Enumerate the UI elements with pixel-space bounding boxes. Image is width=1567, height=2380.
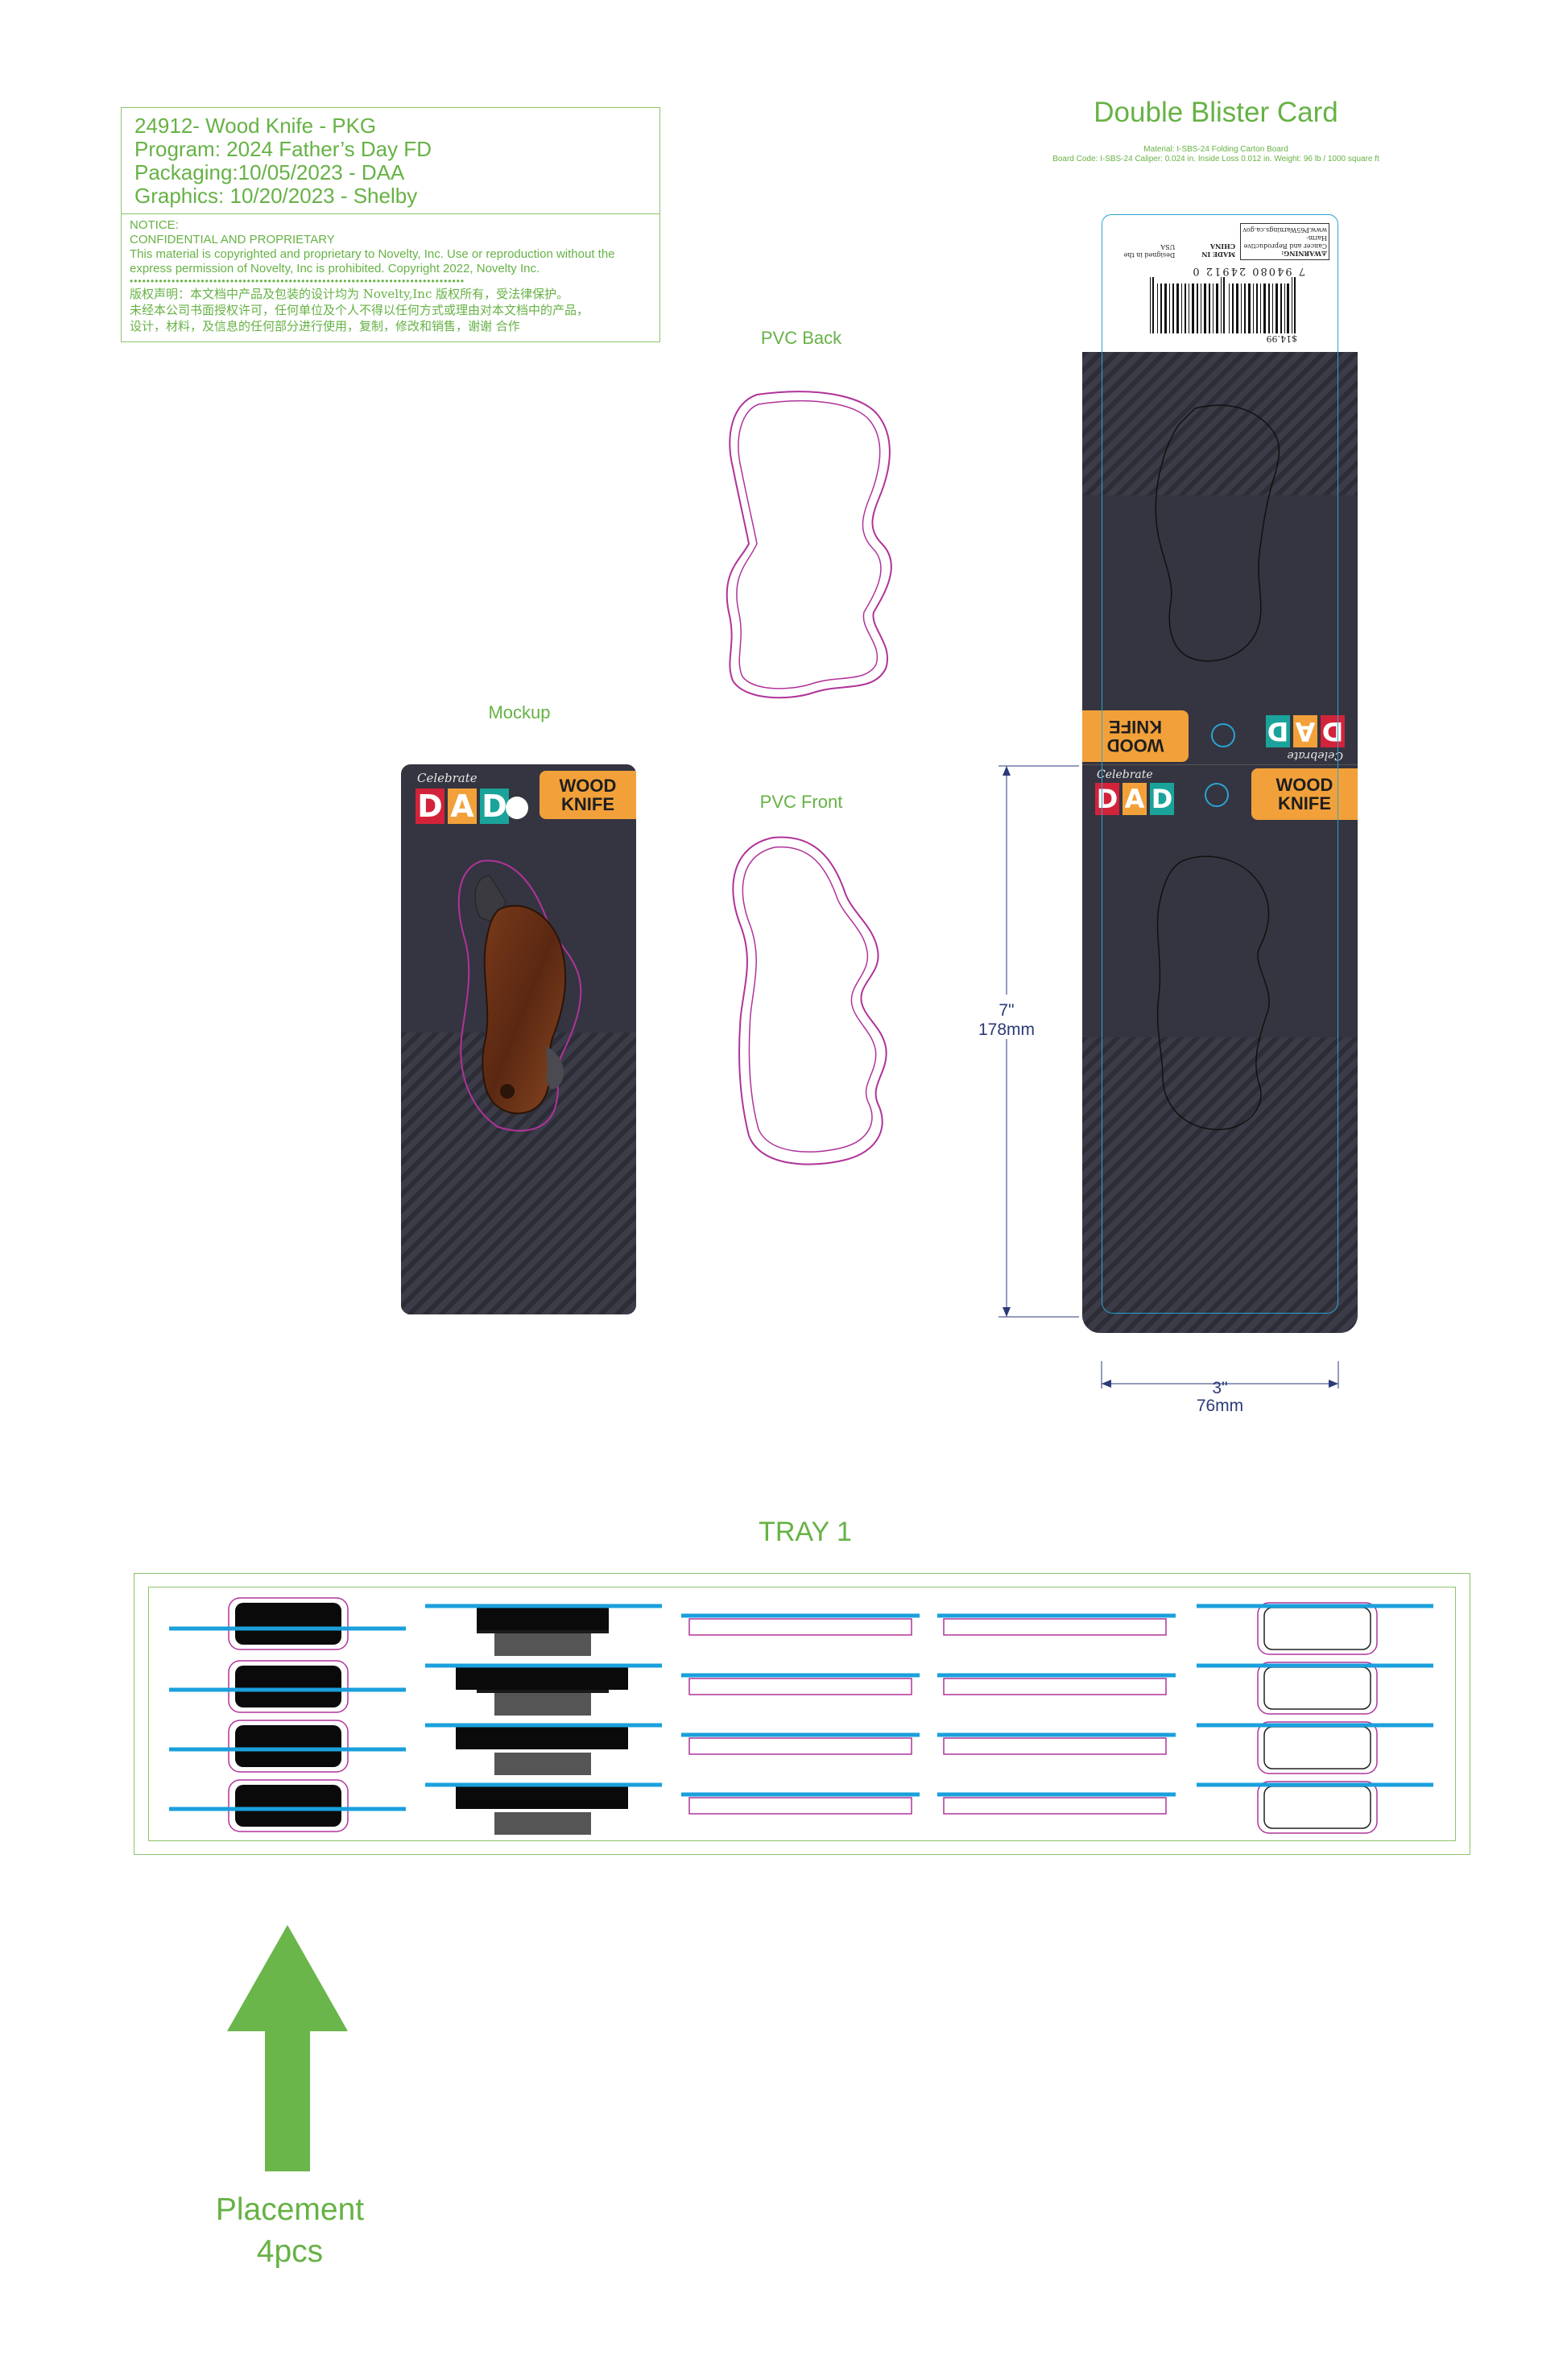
double-blister-title: Double Blister Card [1094,97,1338,128]
barcode-legal-row: ⚠WARNING: Cancer and Reproductive Harm- … [1112,223,1329,260]
placement-line-1: Placement [215,2192,365,2227]
notice-subtitle: CONFIDENTIAL AND PROPRIETARY [130,233,335,246]
width-dimension-text: 3" 76mm [1172,1380,1268,1415]
placement-line-2: 4pcs [256,2234,324,2269]
spec-item-number: 24912- Wood Knife - PKG [134,114,377,138]
front-dad-letter-d2: D [1150,783,1174,815]
tray-outer-border [134,1573,1470,1855]
fold-line [1082,764,1358,765]
trim-dieline [1102,352,1338,1314]
front-hang-hole-guide [1205,783,1229,807]
front-dad-letter-d1: D [1095,783,1119,815]
tray-col-2 [425,1604,662,1835]
tray-col-3 [681,1613,920,1815]
tray-col-5 [1197,1602,1433,1834]
back-knife-window-outline [1155,404,1280,662]
front-dad-letter-a: A [1123,783,1147,815]
front-product-line-1: WOOD [1276,775,1333,795]
tray-title: TRAY 1 [759,1517,852,1547]
spec-packaging-date: Packaging:10/05/2023 - DAA [134,160,405,184]
placement-label: Placement 4pcs [177,2189,403,2273]
prop65-line-1: Cancer and Reproductive Harm- [1243,234,1327,250]
mockup-product-name: WOOD KNIFE [540,771,636,819]
material-line-1: Material: I-SBS-24 Folding Carton Board [1143,145,1288,154]
mockup-knife-image [457,859,582,1132]
height-inches: 7" [998,1001,1015,1020]
dad-letter-d1: D [416,789,444,824]
spec-lines: 24912- Wood Knife - PKG Program: 2024 Fa… [134,114,650,208]
back-stripe-pattern [1082,352,1358,495]
height-mm: 178mm [978,1020,1036,1039]
info-divider [122,213,659,214]
mockup-hang-hole [506,797,528,819]
dad-letter-d2: D [480,789,509,824]
pvc-back-dieline [726,391,892,699]
width-mm: 76mm [1196,1397,1244,1415]
barcode-bars [1150,277,1296,333]
pvc-front-label: PVC Front [759,792,843,812]
tray-inner-border [148,1587,1456,1841]
front-product-line-2: KNIFE [1278,793,1331,813]
front-product-name: WOOD KNIFE [1251,768,1358,820]
spec-graphics-date: Graphics: 10/20/2023 - Shelby [134,184,418,208]
tray-col-4 [937,1613,1176,1815]
notice-dotted-divider: ••••••••••••••••••••••••••••••••••••••••… [130,276,465,286]
height-dimension-text: 7" 178mm [958,1001,1055,1040]
pvc-back-label: PVC Back [760,328,842,348]
mockup-celebrate-text: Celebrate [417,771,478,785]
designed-in-text: Designed in the USA [1123,243,1176,259]
pvc-front-dieline [732,836,887,1165]
notice-cn-line-1: 版权声明：本文档中产品及包装的设计均为 Novelty,Inc 版权所有，受法律… [130,287,569,301]
material-line-2: Board Code: I-SBS-24 Caliper: 0.024 in. … [1052,155,1379,163]
notice-cn-line-3: 设计，材料，及信息的任何部分进行使用，复制，修改和销售，谢谢 合作 [130,319,520,333]
mockup-label: Mockup [488,702,551,722]
width-dimension-line [1101,1361,1339,1389]
width-inches: 3" [1212,1379,1228,1397]
notice-title: NOTICE: [130,218,179,232]
spec-program: Program: 2024 Father’s Day FD [134,137,432,161]
confidential-notice: NOTICE: CONFIDENTIAL AND PROPRIETARY Thi… [130,218,653,334]
dad-letter-a: A [448,789,477,824]
prop65-line-2: www.P65Warnings.ca.gov [1242,226,1327,234]
notice-cn-line-2: 未经本公司书面授权许可，任何单位及个人不得以任何方式或理由对本文档中的产品， [130,303,589,317]
barcode-price: $14.99 [1266,333,1298,344]
barcode-area-rotated: $14.99 [1112,223,1329,344]
prop65-warning-box: ⚠WARNING: Cancer and Reproductive Harm- … [1240,223,1329,260]
height-dimension-line [998,765,1079,1318]
front-knife-window-outline [1156,855,1270,1131]
tray-cavity-layout [169,1597,1433,1835]
double-blister-material: Material: I-SBS-24 Folding Carton Board … [966,145,1466,164]
barcode-digits: 7 94080 24912 0 [1191,265,1305,277]
front-stripe-pattern [1082,1037,1358,1333]
placement-arrow-icon [227,1925,348,2171]
notice-body: This material is copyrighted and proprie… [130,247,615,275]
spec-info-box: 24912- Wood Knife - PKG Program: 2024 Fa… [121,107,660,342]
tray-col-1 [169,1597,406,1832]
product-line-1: WOOD [559,776,617,796]
product-line-2: KNIFE [561,794,614,814]
front-celebrate-text: Celebrate [1097,768,1153,781]
made-in-text: MADE IN CHINA [1201,242,1236,259]
prop65-title: ⚠WARNING: [1281,250,1327,258]
barcode-header-tab: $14.99 [1102,214,1338,359]
